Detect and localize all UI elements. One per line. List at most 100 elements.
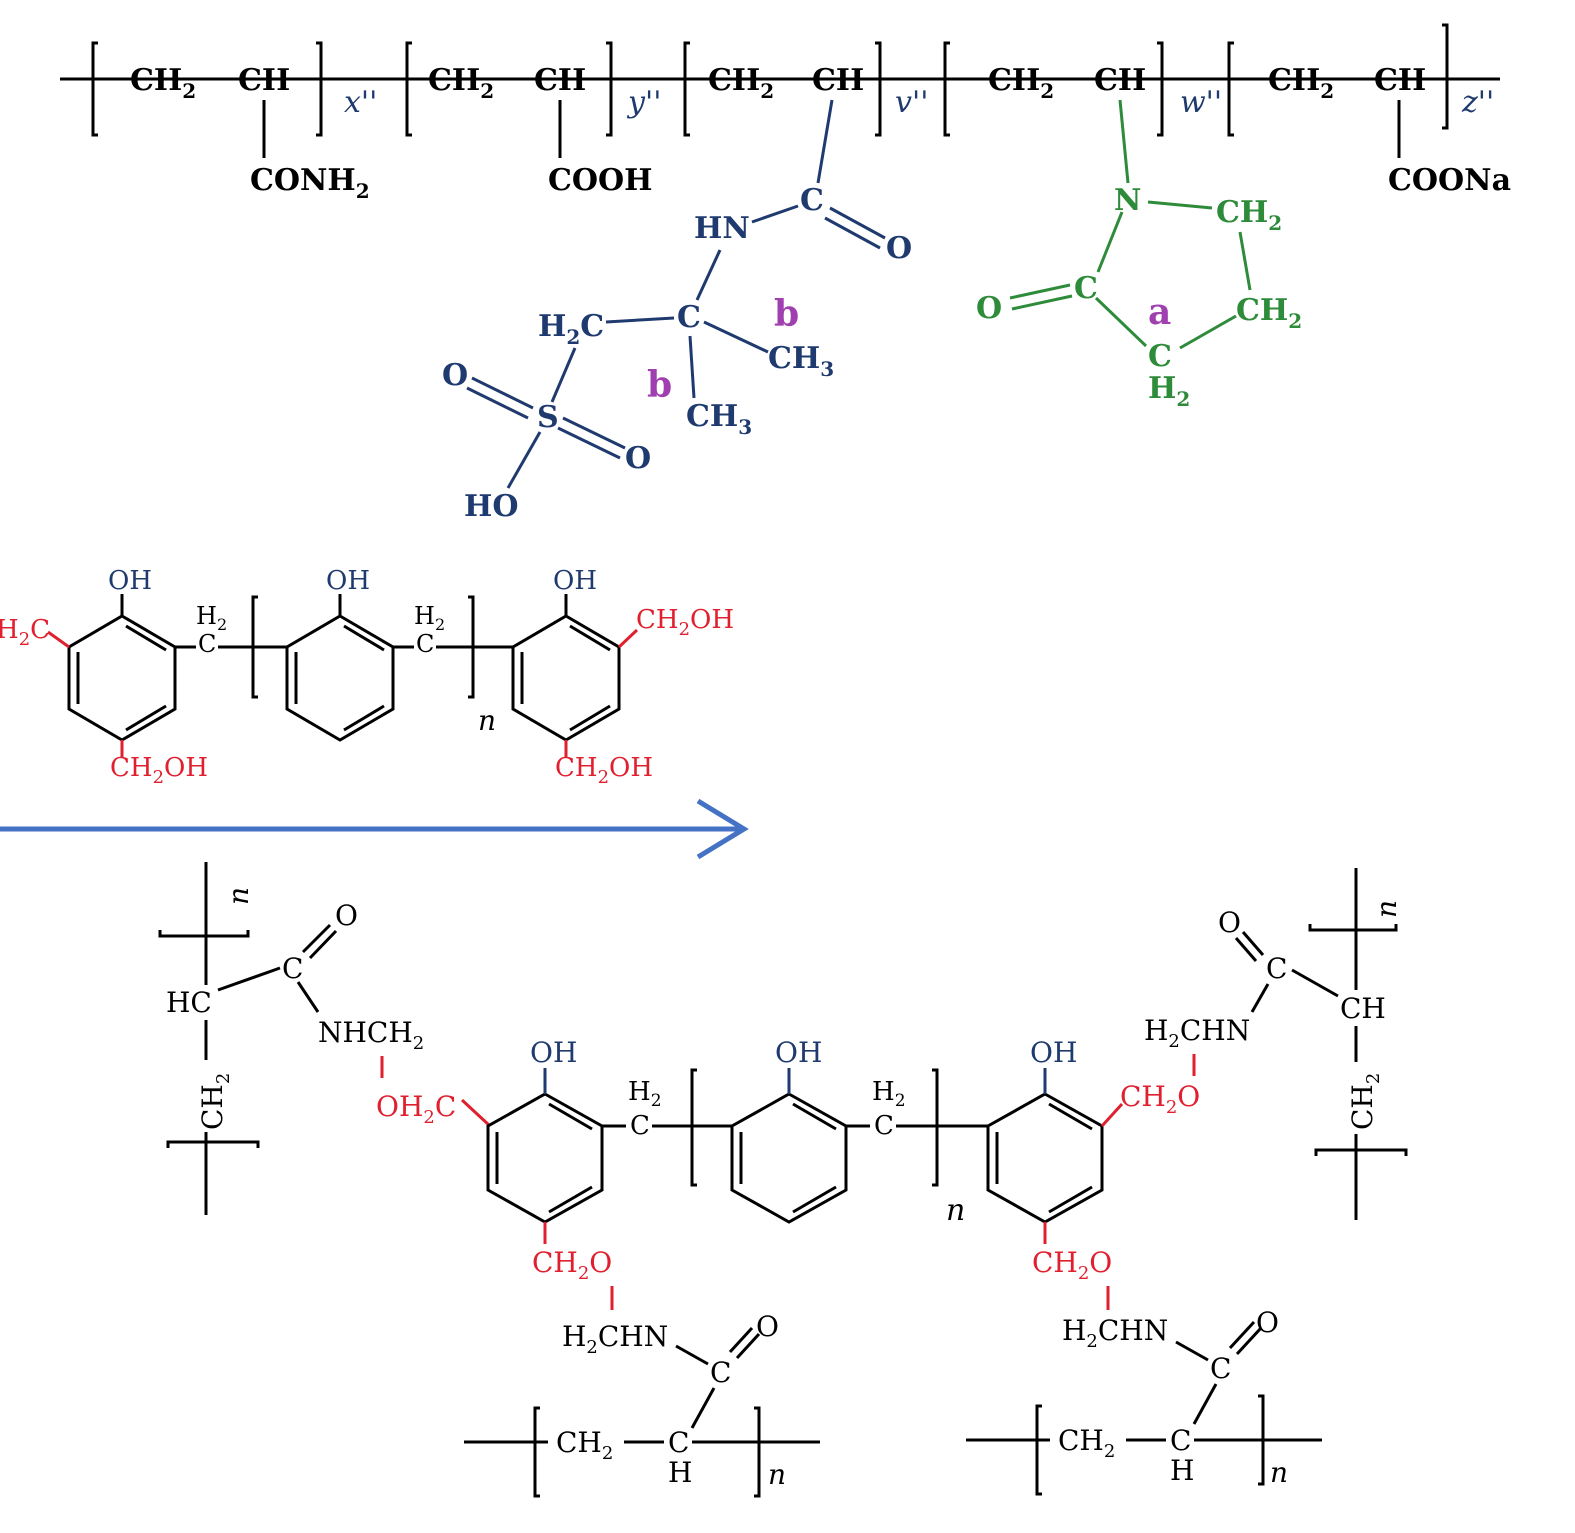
svg-text:HN: HN — [694, 211, 750, 246]
svg-text:CH: CH — [534, 63, 586, 98]
svg-text:C: C — [1170, 1424, 1191, 1457]
svg-text:H2: H2 — [628, 1077, 662, 1111]
svg-text:C: C — [1266, 952, 1287, 985]
svg-text:CH2: CH2 — [428, 63, 494, 103]
svg-text:C: C — [630, 1111, 650, 1141]
svg-text:H2CHN: H2CHN — [562, 1320, 668, 1358]
svg-text:CH2: CH2 — [1236, 293, 1302, 333]
svg-text:O: O — [625, 441, 651, 476]
svg-text:CH2O: CH2O — [532, 1246, 612, 1284]
phenolic-resin-structure: OH H2C CH2OH H2 C OH H2 C n OH CH2OH C — [0, 566, 734, 788]
crosslinked-product-structure: n HC CH2 C O NHCH2 OH2C OH CH2O H2 — [158, 862, 1408, 1498]
svg-text:n: n — [1270, 1456, 1288, 1489]
svg-text:H: H — [1170, 1454, 1194, 1487]
bottom-left-acrylamide-strand: H2CHN C O CH2 C H n — [464, 1310, 820, 1498]
svg-text:OH: OH — [775, 1036, 822, 1069]
svg-text:CH2O: CH2O — [1032, 1246, 1112, 1284]
svg-text:H2C: H2C — [0, 615, 50, 650]
svg-text:H2: H2 — [872, 1077, 906, 1111]
svg-text:H2: H2 — [1148, 371, 1190, 411]
copolymer-structure: CH2 CH CONH2 x'' CH2 CH COOH y'' CH2 CH … — [60, 23, 1511, 524]
svg-text:CONH2: CONH2 — [250, 163, 370, 203]
svg-text:OH: OH — [326, 566, 370, 596]
svg-text:y'': y'' — [626, 85, 661, 120]
svg-text:CH2: CH2 — [1346, 1073, 1384, 1130]
svg-text:CH2: CH2 — [130, 63, 196, 103]
svg-text:C: C — [282, 952, 303, 985]
svg-text:C: C — [198, 630, 216, 658]
svg-text:OH: OH — [530, 1036, 577, 1069]
svg-text:H2: H2 — [414, 602, 445, 634]
svg-text:CH3: CH3 — [686, 399, 752, 439]
svg-text:OH2C: OH2C — [376, 1090, 456, 1128]
svg-text:b: b — [647, 364, 672, 406]
bottom-right-acrylamide-strand: H2CHN C O CH2 C H n — [966, 1306, 1322, 1496]
svg-text:CH2: CH2 — [196, 1073, 234, 1130]
svg-text:CH2OH: CH2OH — [636, 605, 734, 640]
svg-text:OH: OH — [108, 566, 152, 596]
svg-text:H2CHN: H2CHN — [1062, 1314, 1168, 1352]
right-acrylamide-strand: H2CHN C O CH n CH2 — [1144, 868, 1408, 1220]
svg-text:C: C — [1074, 271, 1098, 306]
svg-text:O: O — [756, 1310, 779, 1343]
svg-text:H2: H2 — [196, 602, 227, 634]
svg-text:O: O — [1256, 1306, 1279, 1339]
svg-text:CH: CH — [812, 63, 864, 98]
svg-text:N: N — [1114, 183, 1141, 218]
svg-text:O: O — [886, 231, 912, 266]
left-acrylamide-strand: n HC CH2 C O NHCH2 OH2C — [158, 862, 456, 1215]
svg-text:H2C: H2C — [538, 309, 604, 349]
svg-text:CH: CH — [1340, 992, 1386, 1025]
svg-text:CH: CH — [1094, 63, 1146, 98]
svg-text:C: C — [710, 1356, 731, 1389]
svg-text:O: O — [335, 899, 358, 932]
svg-text:CH: CH — [238, 63, 290, 98]
svg-text:O: O — [976, 291, 1002, 326]
svg-text:CH3: CH3 — [768, 341, 834, 381]
svg-text:n: n — [222, 887, 255, 905]
svg-text:CH2: CH2 — [556, 1426, 613, 1464]
svg-text:CH2OH: CH2OH — [555, 753, 653, 788]
pyrrolidone-ring: N CH2 CH2 C H2 C O a — [976, 99, 1302, 411]
svg-text:H2CHN: H2CHN — [1144, 1014, 1250, 1052]
svg-text:CH2: CH2 — [1058, 1424, 1115, 1462]
svg-text:C: C — [668, 1426, 689, 1459]
svg-text:CH2OH: CH2OH — [110, 753, 208, 788]
svg-text:x'': x'' — [344, 85, 377, 120]
svg-text:CH2O: CH2O — [1120, 1080, 1200, 1118]
svg-text:COONa: COONa — [1388, 163, 1511, 198]
amps-side-group: C O HN C H2C CH3 CH3 b b S O O HO — [442, 99, 912, 524]
svg-text:n: n — [1370, 900, 1403, 918]
svg-text:NHCH2: NHCH2 — [318, 1016, 424, 1054]
svg-text:C: C — [416, 630, 434, 658]
svg-text:O: O — [442, 358, 468, 393]
svg-text:H: H — [668, 1456, 692, 1489]
reaction-arrow — [0, 798, 749, 860]
svg-text:OH: OH — [553, 566, 597, 596]
svg-text:CH: CH — [1374, 63, 1426, 98]
svg-text:O: O — [1218, 906, 1241, 939]
svg-text:n: n — [478, 704, 496, 737]
svg-text:w'': w'' — [1180, 85, 1222, 120]
svg-text:S: S — [537, 400, 559, 435]
svg-text:C: C — [1210, 1352, 1231, 1385]
svg-text:CH2: CH2 — [988, 63, 1054, 103]
svg-text:CH2: CH2 — [708, 63, 774, 103]
svg-text:HO: HO — [464, 489, 518, 524]
svg-text:OH: OH — [1030, 1036, 1077, 1069]
svg-text:C: C — [874, 1111, 894, 1141]
svg-text:C: C — [800, 183, 824, 218]
svg-text:COOH: COOH — [548, 163, 653, 198]
svg-text:v'': v'' — [895, 85, 928, 120]
svg-text:a: a — [1148, 291, 1171, 333]
svg-text:CH2: CH2 — [1216, 195, 1282, 235]
svg-text:C: C — [1148, 339, 1172, 374]
svg-text:n: n — [946, 1193, 965, 1228]
svg-text:b: b — [774, 293, 799, 335]
svg-text:C: C — [677, 300, 701, 335]
svg-text:CH2: CH2 — [1268, 63, 1334, 103]
svg-text:HC: HC — [166, 986, 212, 1019]
svg-text:z'': z'' — [1461, 85, 1494, 120]
svg-text:n: n — [768, 1458, 786, 1491]
